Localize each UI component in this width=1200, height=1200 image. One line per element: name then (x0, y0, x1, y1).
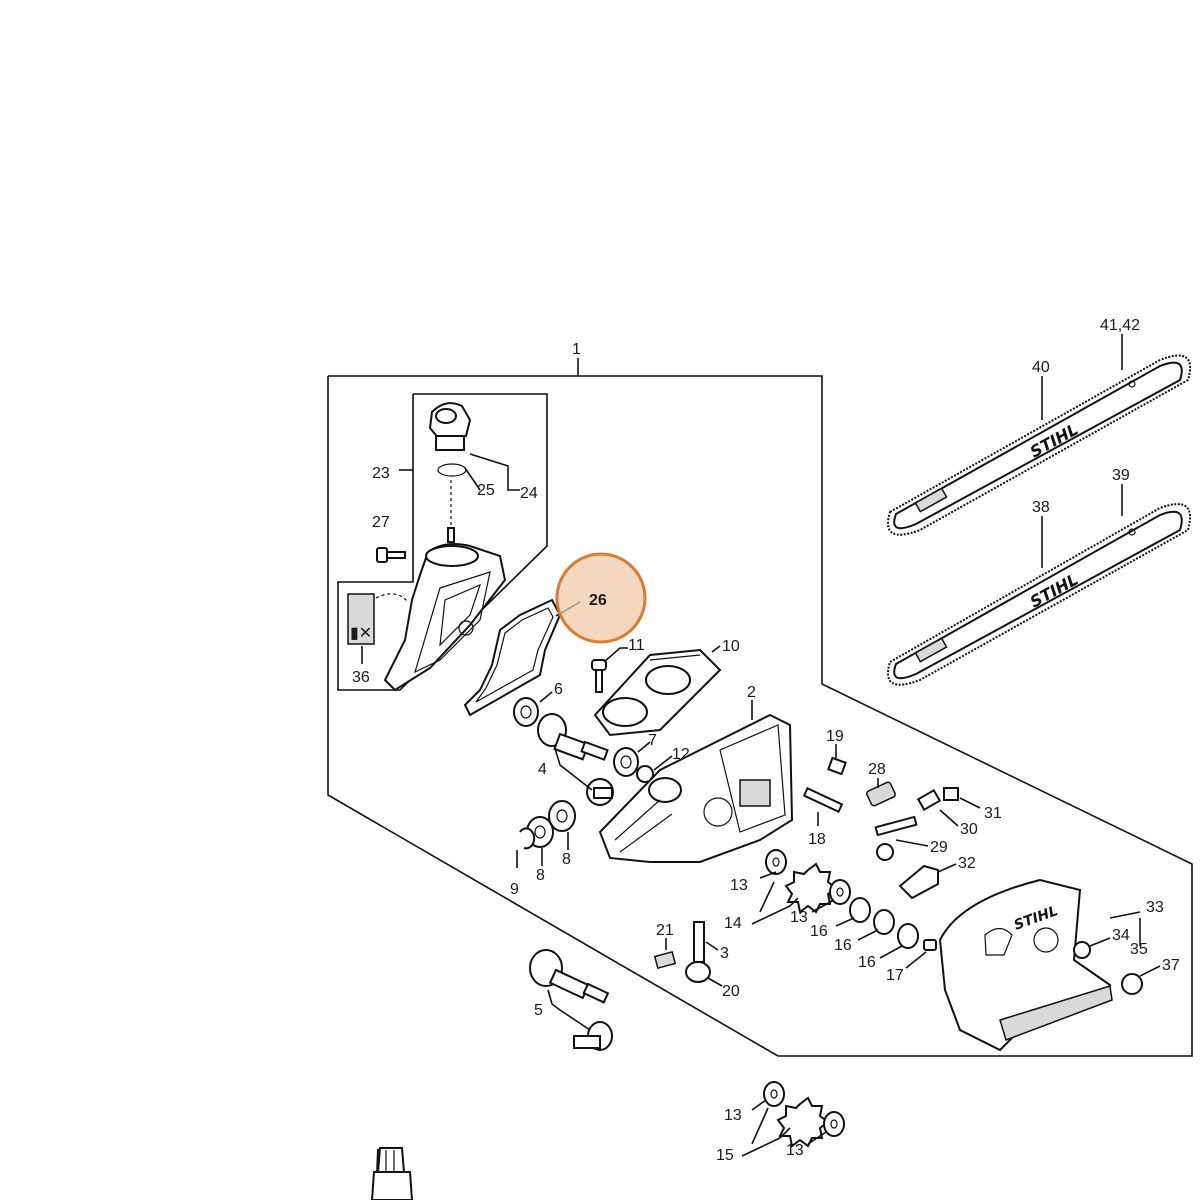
gear-housing (598, 713, 794, 863)
warning-sticker: ▮✕ (347, 593, 409, 645)
washer-13-a (765, 849, 787, 875)
tank-subassembly-outline (337, 393, 548, 691)
sprocket-15 (776, 1096, 830, 1148)
label-27[interactable]: 27 (372, 514, 390, 531)
label-5[interactable]: 5 (534, 1002, 543, 1019)
cap-o-ring (437, 463, 467, 477)
clip-31 (943, 787, 959, 801)
sprocket-cover: STIHL (938, 878, 1113, 1052)
nut-19 (827, 756, 847, 776)
label-2[interactable]: 2 (747, 684, 756, 701)
label-24[interactable]: 24 (520, 485, 538, 502)
label-29[interactable]: 29 (930, 839, 948, 856)
label-8-left[interactable]: 8 (536, 867, 545, 884)
label-37[interactable]: 37 (1162, 957, 1180, 974)
bearing-6 (513, 697, 539, 727)
label-23[interactable]: 23 (372, 465, 390, 482)
clamp-10 (593, 648, 722, 737)
label-11[interactable]: 11 (628, 637, 645, 654)
nut-37 (1121, 973, 1143, 995)
gasket (463, 598, 562, 717)
bearing-7 (613, 747, 639, 777)
bevel-gear-5-upper (529, 949, 610, 1004)
bevel-gear-5-lower (573, 1021, 613, 1051)
label-15[interactable]: 15 (716, 1147, 734, 1164)
label-26[interactable]: 26 (589, 592, 607, 609)
bevel-gear-shaft (537, 713, 609, 761)
label-40[interactable]: 40 (1032, 359, 1050, 376)
nut-17 (923, 939, 937, 951)
label-14[interactable]: 14 (724, 915, 742, 932)
screw-29 (874, 815, 918, 837)
grease-tube (370, 1147, 414, 1200)
guide-bar-chain-upper: STIHL (887, 354, 1191, 536)
label-6[interactable]: 6 (554, 681, 563, 698)
label-34[interactable]: 34 (1112, 927, 1130, 944)
ring-12 (636, 765, 654, 783)
svg-text:▮✕: ▮✕ (350, 625, 372, 642)
washer-15-a (763, 1081, 785, 1107)
label-13-d[interactable]: 13 (786, 1142, 804, 1159)
screw-27 (376, 547, 406, 563)
oil-cap (428, 402, 472, 451)
washer-16-c (897, 923, 919, 949)
sprocket-14 (784, 862, 838, 914)
label-32[interactable]: 32 (958, 855, 976, 872)
washer-34 (1073, 941, 1091, 959)
label-9[interactable]: 9 (510, 881, 519, 898)
washer-15-b (823, 1111, 845, 1137)
label-39[interactable]: 39 (1112, 467, 1130, 484)
label-31[interactable]: 31 (984, 805, 1002, 822)
bearing-8-right (548, 800, 576, 832)
assembly-outline (327, 375, 1193, 1057)
tensioner-20 (685, 961, 711, 983)
label-16-c[interactable]: 16 (858, 954, 876, 971)
guide-bar-chain-lower: STIHL (887, 503, 1191, 686)
label-4[interactable]: 4 (538, 761, 547, 778)
label-21[interactable]: 21 (656, 922, 674, 939)
label-33[interactable]: 33 (1146, 899, 1164, 916)
washer-16-b (873, 909, 895, 935)
label-18[interactable]: 18 (808, 831, 826, 848)
label-13-c[interactable]: 13 (724, 1107, 742, 1124)
label-3[interactable]: 3 (720, 945, 729, 962)
tensioner-32 (898, 864, 939, 900)
stud-18 (802, 787, 844, 813)
label-36[interactable]: 36 (352, 669, 370, 686)
highlight-marker-26[interactable] (555, 552, 647, 644)
circlip-9 (519, 827, 536, 850)
label-38[interactable]: 38 (1032, 499, 1050, 516)
label-13-b[interactable]: 13 (790, 909, 808, 926)
slide-28 (866, 781, 896, 807)
label-16-a[interactable]: 16 (810, 923, 828, 940)
label-1[interactable]: 1 (572, 341, 581, 358)
label-10[interactable]: 10 (722, 638, 740, 655)
label-7[interactable]: 7 (648, 732, 657, 749)
oil-tank (383, 543, 507, 692)
bevel-gear-lower (586, 778, 614, 806)
label-17[interactable]: 17 (886, 967, 904, 984)
label-20[interactable]: 20 (722, 983, 740, 1000)
label-13-a[interactable]: 13 (730, 877, 748, 894)
label-19[interactable]: 19 (826, 728, 844, 745)
bolt-3 (693, 921, 705, 963)
screw-11 (591, 659, 607, 693)
label-30[interactable]: 30 (960, 821, 978, 838)
label-35[interactable]: 35 (1130, 941, 1148, 958)
tank-filter (447, 527, 455, 543)
label-28[interactable]: 28 (868, 761, 886, 778)
clip-30 (916, 788, 942, 812)
label-25[interactable]: 25 (477, 482, 495, 499)
washer-16-a (849, 897, 871, 923)
washer-13-b (829, 879, 851, 905)
label-16-b[interactable]: 16 (834, 937, 852, 954)
spring-21 (653, 950, 677, 970)
label-41-42[interactable]: 41,42 (1100, 317, 1140, 334)
label-8-right[interactable]: 8 (562, 851, 571, 868)
